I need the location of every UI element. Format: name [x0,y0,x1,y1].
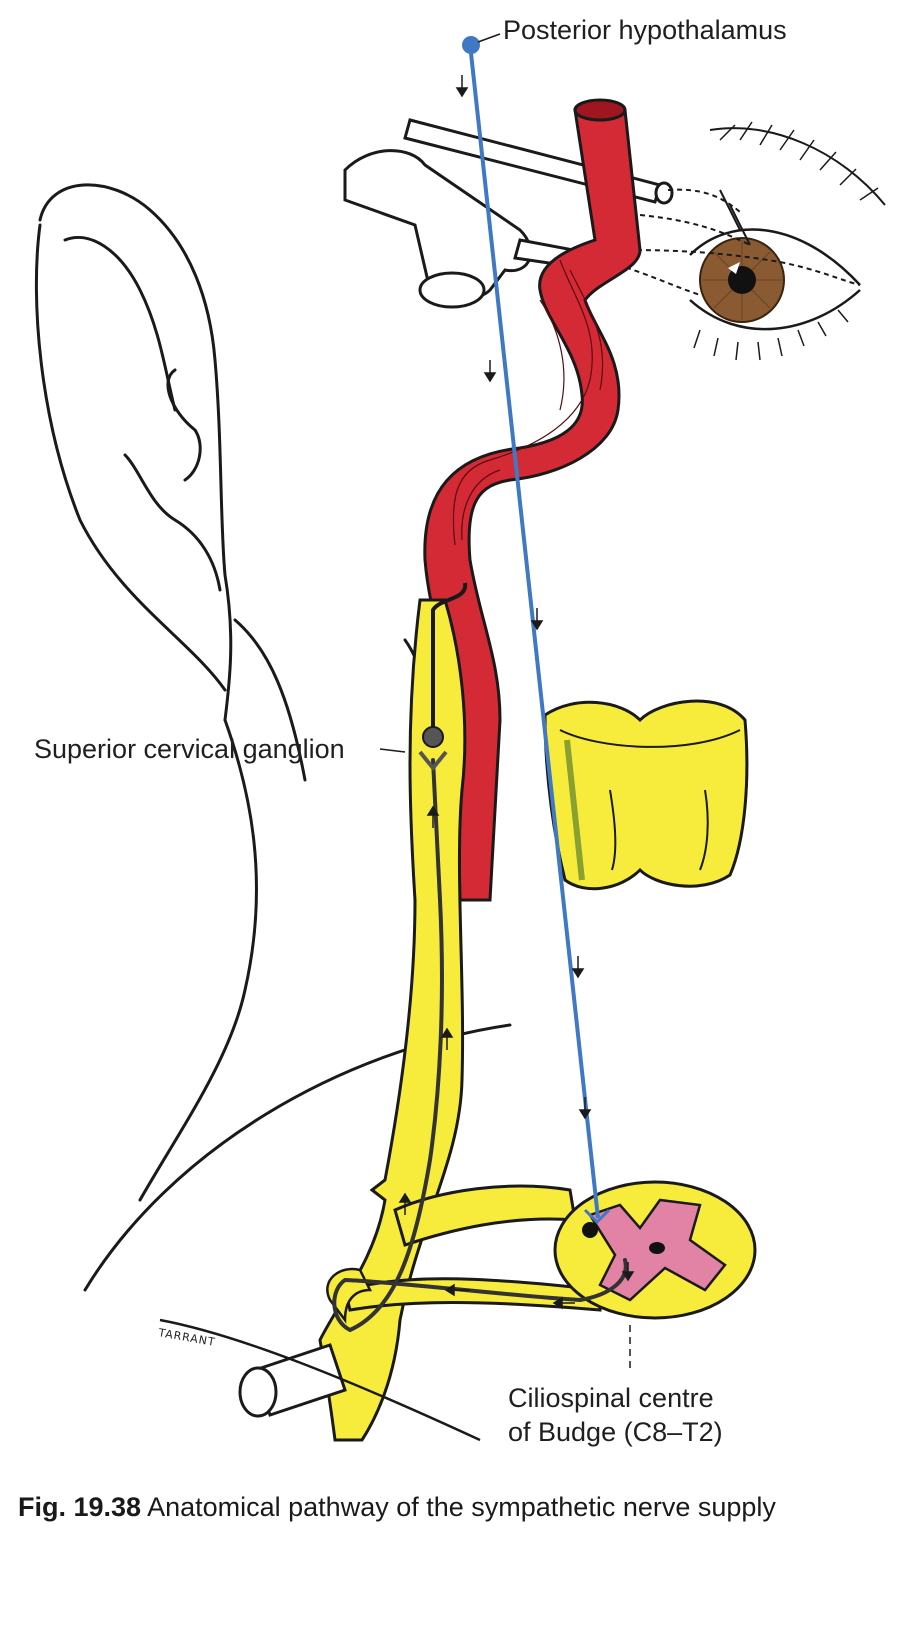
ganglion-cell-body [422,726,444,748]
small-arrow-icon [483,360,497,383]
hypothalamus-node [462,36,480,54]
central-canal [649,1242,665,1254]
ciliospinal-centre-label-line1: Ciliospinal centre [508,1383,714,1413]
eyelashes-lower [693,309,849,361]
small-arrow-icon [578,1097,592,1120]
small-arrow-icon [530,608,544,631]
first-order-terminal-fork [583,1208,611,1225]
neck-rear-contour [138,718,258,1202]
small-arrow-icon [426,805,440,828]
figure-caption: Fig. 19.38 Anatomical pathway of the sym… [18,1490,902,1524]
small-arrow-icon [621,1262,635,1282]
pupil-highlight [728,262,740,274]
small-arrow-icon [552,1296,575,1310]
third-order-neuron [431,582,468,735]
eyebrow [709,127,886,206]
ciliospinal-cell-body [582,1222,598,1238]
nerve-stump-end [418,271,486,309]
ear-outline [38,183,233,722]
second-order-neuron [332,758,628,1333]
cord-block-upper [543,699,749,891]
spinal-cord-section-upper [543,699,749,891]
ear-antihelix [166,368,202,482]
small-arrow-icon [440,1027,454,1050]
ciliospinal-centre-label-line2: of Budge (C8–T2) [508,1417,723,1447]
flow-arrows [398,75,635,1310]
neck-back-line [34,223,227,692]
caption-text: Anatomical pathway of the sympathetic ne… [147,1492,776,1522]
synapse-fork [418,750,448,772]
sympathetic-pathway-diagram: TARRANT [34,33,886,1442]
lower-eyelid [689,289,861,331]
carotid-artery-opening [573,98,627,122]
subclavian-artery [238,1343,347,1418]
clavicle-line [159,1318,481,1442]
long-ciliary-tube-end [654,181,674,205]
eyelashes-upper [719,121,879,201]
sympathetic-trunk [318,598,467,1442]
vasa-nervorum [452,259,604,546]
carotid-artery [423,98,642,902]
carotid-artery-body [423,108,642,902]
superior-cervical-ganglion-label: Superior cervical ganglion [34,734,345,764]
posterior-hypothalamus-label: Posterior hypothalamus [503,15,787,45]
figure-number: Fig. 19.38 [18,1492,142,1522]
descending-tract [564,739,585,881]
first-order-neuron [462,36,611,1225]
small-arrow-icon [571,956,585,979]
small-arrow-icon [444,1283,470,1297]
small-arrow-icon [398,1192,412,1215]
leader-lines [379,33,631,1370]
ear-lobe [123,453,222,592]
tarsal-muscle [719,189,751,246]
artist-signature: TARRANT [156,1326,216,1349]
upper-eyelid [689,228,861,286]
sympathetic-chain [318,598,602,1442]
small-arrow-icon [455,75,469,98]
ear-inner-fold [63,235,177,412]
eye [689,121,886,361]
neck-front-line [233,618,307,782]
